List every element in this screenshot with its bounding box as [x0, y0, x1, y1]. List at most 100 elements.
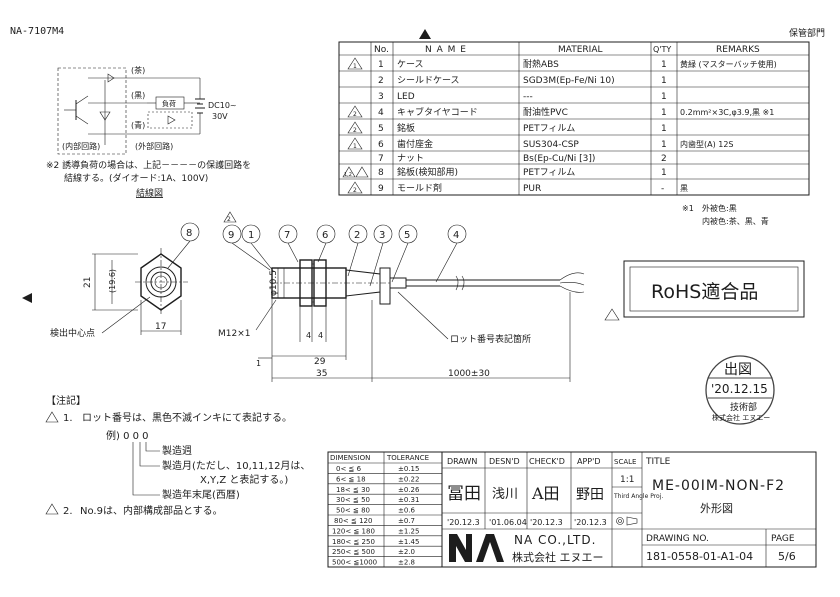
storage-stamp: 保管部門: [789, 27, 825, 39]
svg-text:1: 1: [248, 230, 254, 241]
svg-text:内歯型(A) 12S: 内歯型(A) 12S: [680, 139, 734, 149]
load-label: 負荷: [162, 99, 176, 108]
svg-text:±2.8: ±2.8: [398, 559, 415, 567]
svg-text:±0.15: ±0.15: [398, 465, 419, 473]
table-row: 2 9 モールド剤 PUR - 黒: [347, 181, 688, 194]
svg-text:黒: 黒: [680, 184, 688, 193]
svg-text:1: 1: [661, 60, 667, 70]
svg-text:キャブタイヤコード: キャブタイヤコード: [397, 106, 478, 118]
svg-text:5: 5: [378, 124, 384, 134]
svg-text:TITLE: TITLE: [645, 457, 671, 467]
release-stamp: 出図 '20.12.15 技術部 株式会社 エヌエー: [705, 355, 775, 425]
svg-text:LED: LED: [397, 92, 415, 102]
table-row: 1,2 8 銘板(検知部用) PETフィルム 1: [342, 166, 667, 178]
dim-17: 17: [155, 322, 166, 332]
svg-text:PAGE: PAGE: [771, 534, 795, 544]
dim-4b: 4: [318, 331, 323, 340]
col-remarks: REMARKS: [716, 45, 760, 55]
svg-text:銘板: 銘板: [397, 122, 415, 134]
table-row: 6< ≦ 18: [336, 475, 366, 483]
svg-text:No.9は、内部構成部品とする。: No.9は、内部構成部品とする。: [80, 504, 223, 517]
table-row: 2 4 キャブタイヤコード 耐油性PVC 1 0.2mm²×3C,φ3.9,黒 …: [347, 105, 774, 118]
center-mark-left: [22, 293, 32, 303]
footnote-1: ※1 外被色:黒 内被色:茶、黒、青: [682, 203, 769, 226]
protection-note-2: 結線する。(ダイオード:1A、100V): [64, 172, 208, 184]
svg-text:4: 4: [378, 108, 384, 118]
svg-text:1: 1: [661, 124, 667, 134]
rev-mark: 2: [353, 111, 357, 118]
wiring-diagram: (茶) (黒) (青) 負荷 DC10~ 30V (内部回路) (外部回路) ※…: [46, 65, 251, 199]
drawing-title: ME-00IM-NON-F2: [652, 478, 785, 494]
sig-desnd: 浅川: [492, 487, 518, 502]
svg-text:1: 1: [661, 168, 667, 178]
svg-text:例) 0 0 0: 例) 0 0 0: [106, 429, 149, 442]
svg-text:8: 8: [186, 228, 192, 239]
svg-text:ロット番号は、黒色不滅インキにて表記する。: ロット番号は、黒色不滅インキにて表記する。: [82, 411, 292, 424]
stamp-date: '20.12.15: [711, 382, 768, 396]
svg-text:6: 6: [378, 140, 384, 150]
svg-text:'20.12.3: '20.12.3: [447, 518, 480, 527]
svg-text:8: 8: [378, 168, 384, 178]
lot-label: ロット番号表記箇所: [450, 333, 531, 345]
col-material: MATERIAL: [558, 45, 603, 55]
internal-circuit-label: (内部回路): [62, 141, 100, 151]
page-number: 5/6: [778, 550, 796, 563]
svg-text:±2.0: ±2.0: [398, 548, 415, 556]
svg-text:耐熱ABS: 耐熱ABS: [523, 58, 559, 70]
svg-text:'20.12.3: '20.12.3: [530, 518, 563, 527]
svg-text:1: 1: [661, 108, 667, 118]
col-qty: Q'TY: [653, 45, 671, 54]
svg-text:4: 4: [453, 230, 459, 241]
tolerance-table: DIMENSION TOLERANCE 0< ≦ 6±0.15 6< ≦ 18±…: [327, 451, 443, 568]
rev-mark: 2: [353, 187, 357, 194]
svg-text:1:1: 1:1: [620, 475, 634, 485]
svg-text:2: 2: [661, 154, 667, 164]
table-row: 7 ナット Bs(Ep-Cu/Ni [3]) 2: [378, 153, 667, 164]
table-row: 500< ≦1000: [332, 559, 377, 567]
svg-text:TOLERANCE: TOLERANCE: [386, 454, 429, 462]
title-block: DRAWN DESN'D CHECK'D APP'D SCALE 1:1 Thi…: [441, 451, 817, 568]
svg-text:外被色:黒: 外被色:黒: [702, 203, 737, 213]
sig-check: A田: [531, 484, 560, 503]
svg-text:X,Y,Z と表記する。): X,Y,Z と表記する。): [200, 473, 288, 486]
svg-text:1: 1: [378, 60, 384, 70]
wiring-caption: 結線図: [136, 187, 163, 199]
protection-note: ※2 誘導負荷の場合は、上記－－－－の保護回路を: [46, 159, 251, 171]
svg-text:モールド剤: モールド剤: [397, 182, 442, 194]
svg-text:±1.45: ±1.45: [398, 538, 419, 546]
table-row: 1 1 ケース 耐熱ABS 1 黄緑 (マスターバッチ使用): [347, 57, 777, 70]
rohs-label: RoHS適合品: [651, 281, 758, 303]
table-row: 1 6 歯付座金 SUS304-CSP 1 内歯型(A) 12S: [347, 137, 734, 150]
svg-text:1: 1: [661, 76, 667, 86]
rev-mark: 1,2: [344, 172, 352, 178]
center-label: 検出中心点: [50, 327, 95, 339]
svg-text:ケース: ケース: [397, 59, 424, 70]
stamp-company: 株式会社 エヌエー: [712, 413, 770, 422]
svg-text:9: 9: [228, 230, 234, 241]
company-en: NA CO.,LTD.: [514, 533, 596, 547]
table-row: 30< ≦ 50: [336, 496, 370, 504]
svg-text:DRAWN: DRAWN: [447, 457, 477, 466]
svg-text:7: 7: [284, 230, 290, 241]
dim-19-6: (19.6): [108, 269, 117, 293]
col-no: No.: [374, 45, 389, 55]
dim-phi: φ10.5: [269, 270, 279, 296]
svg-text:---: ---: [523, 92, 533, 102]
company-jp: 株式会社 エヌエー: [512, 550, 604, 564]
table-row: 3 LED --- 1: [378, 92, 667, 102]
svg-text:6: 6: [322, 230, 328, 241]
svg-text:±1.25: ±1.25: [398, 527, 419, 535]
rev-mark: 2: [227, 216, 231, 223]
external-circuit-label: (外部回路): [135, 141, 173, 151]
dim-35: 35: [316, 369, 327, 379]
svg-text:2.: 2.: [63, 506, 73, 517]
sig-drawn: 冨田: [447, 484, 481, 504]
table-row: 180< ≦ 250: [332, 538, 375, 546]
dim-1: 1: [256, 359, 261, 368]
table-row: 2 シールドケース SGD3M(Ep-Fe/Ni 10) 1: [378, 75, 667, 86]
svg-text:DESN'D: DESN'D: [489, 457, 520, 466]
svg-text:2: 2: [354, 230, 360, 241]
svg-text:製造週: 製造週: [162, 444, 192, 457]
svg-text:±0.26: ±0.26: [398, 486, 420, 494]
